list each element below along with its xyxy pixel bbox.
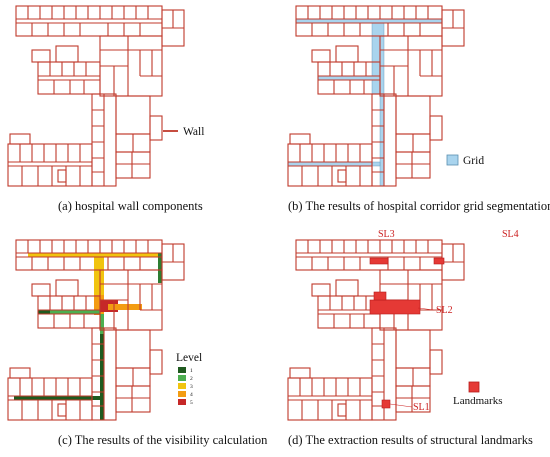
landmark-sl2-mark: [373, 291, 387, 301]
landmark-legend-label: Landmarks: [453, 395, 502, 407]
visibility-heat: [14, 253, 162, 420]
level-label: 5: [190, 400, 193, 406]
landmark-sl3-mark: [369, 257, 389, 265]
level-label: 3: [190, 384, 193, 390]
level-label: 4: [190, 392, 193, 398]
panel-d: [287, 239, 465, 421]
landmark-label-sl4: SL4: [502, 229, 519, 240]
landmark-sl2-mark: [369, 299, 421, 315]
landmark-labels: SL3 SL4 SL2 SL1: [378, 229, 519, 413]
sl2-leader: [417, 307, 435, 311]
wall-legend-label: Wall: [183, 126, 204, 138]
legend-landmarks: Landmarks: [453, 381, 502, 407]
legend-wall: Wall: [163, 126, 204, 138]
floor-plan-walls: [287, 239, 465, 421]
landmark-marks: [369, 257, 445, 409]
landmark-swatch: [468, 381, 480, 393]
landmark-sl1-mark: [381, 399, 391, 409]
grid-swatch: [446, 154, 459, 166]
level-label: 1: [190, 368, 193, 374]
level-1-swatch: [178, 367, 186, 373]
caption-b: (b) The results of hospital corridor gri…: [288, 199, 550, 213]
landmark-label-sl1: SL1: [413, 402, 430, 413]
grid-legend-label: Grid: [463, 155, 484, 167]
floor-plan-walls: [7, 5, 185, 187]
caption-a: (a) hospital wall components: [58, 199, 203, 213]
legend-grid: Grid: [446, 154, 484, 167]
caption-d: (d) The extraction results of structural…: [288, 433, 533, 447]
landmark-label-sl2: SL2: [436, 305, 453, 316]
level-5-swatch: [178, 399, 186, 405]
panel-b: [287, 5, 465, 187]
level-2-swatch: [178, 375, 186, 381]
level-swatches: [178, 367, 186, 405]
caption-c: (c) The results of the visibility calcul…: [58, 433, 268, 447]
landmark-sl4-mark: [433, 257, 445, 265]
level-3-swatch: [178, 383, 186, 389]
sl1-leader: [389, 403, 413, 408]
landmark-label-sl3: SL3: [378, 229, 395, 240]
level-labels: 1 2 3 4 5: [190, 368, 193, 406]
level-4-swatch: [178, 391, 186, 397]
corridor-grid: [287, 18, 443, 187]
level-legend-title: Level: [176, 352, 202, 364]
level-label: 2: [190, 376, 193, 382]
legend-level: Level 1 2 3 4 5: [176, 352, 202, 406]
panel-a: [7, 5, 185, 187]
panel-c: [7, 239, 185, 421]
